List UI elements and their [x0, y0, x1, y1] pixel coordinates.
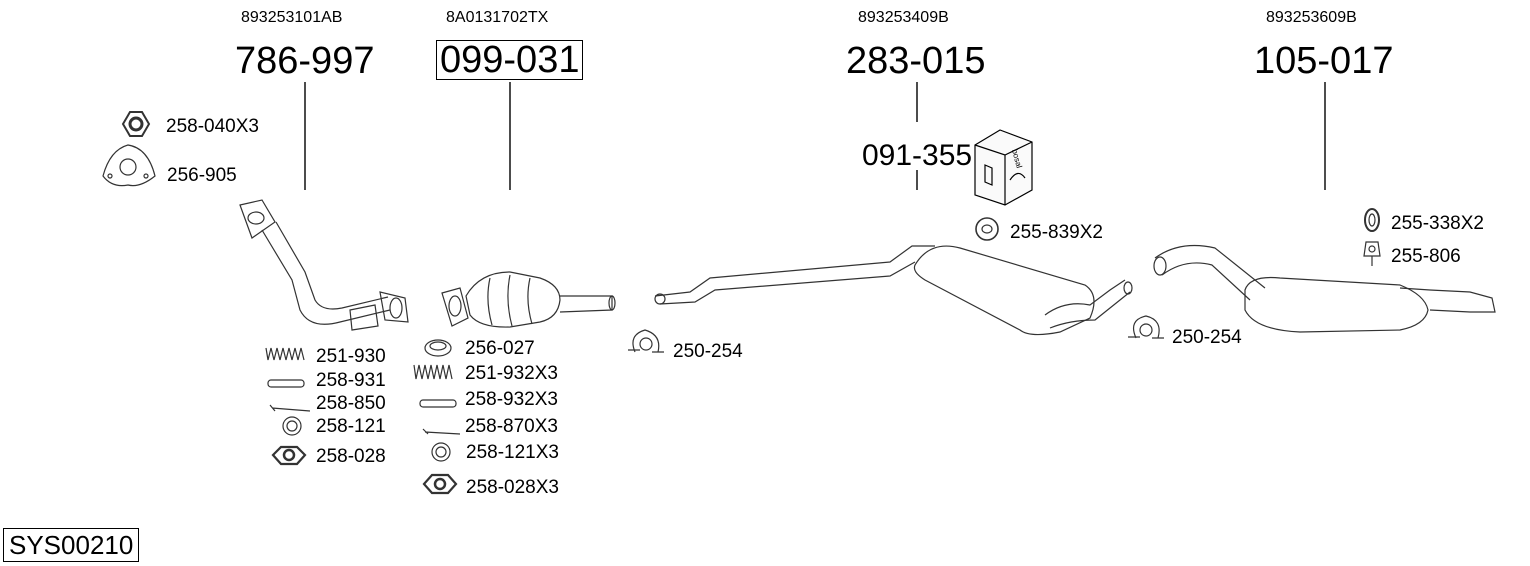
hardware-label-3[interactable]: 251-930 [316, 346, 386, 367]
rubber-hanger-icon [975, 217, 999, 241]
hardware-label-16[interactable]: 250-254 [1172, 327, 1242, 348]
flange-gasket-icon [102, 144, 156, 187]
hardware-label-18[interactable]: 255-806 [1391, 246, 1461, 267]
spring-icon-2 [413, 364, 453, 380]
bolt-hanger-icon [1363, 241, 1381, 266]
hardware-label-8[interactable]: 256-027 [465, 338, 535, 359]
hardware-label-1[interactable]: 258-040X3 [166, 116, 259, 137]
part-number-4[interactable]: 105-017 [1254, 40, 1394, 82]
part-number-1[interactable]: 786-997 [235, 40, 375, 82]
hardware-label-17[interactable]: 255-338X2 [1391, 213, 1484, 234]
catalytic-converter-drawing [441, 271, 616, 328]
nut-icon [271, 445, 307, 466]
hardware-label-10[interactable]: 258-932X3 [465, 389, 558, 410]
hardware-label-13[interactable]: 258-028X3 [466, 477, 559, 498]
hardware-label-5[interactable]: 258-850 [316, 393, 386, 414]
hardware-label-2[interactable]: 256-905 [167, 165, 237, 186]
ring-hanger-icon [1364, 208, 1380, 232]
clamp-icon [628, 329, 664, 353]
rear-silencer-drawing [1153, 244, 1496, 333]
sleeve-icon [267, 379, 305, 388]
oem-number-3: 893253409B [858, 9, 949, 26]
kit-part-number[interactable]: 091-355 [862, 139, 973, 172]
hardware-label-9[interactable]: 251-932X3 [465, 363, 558, 384]
system-id-badge: SYS00210 [3, 528, 140, 562]
hardware-label-15[interactable]: 255-839X2 [1010, 222, 1103, 243]
hardware-label-4[interactable]: 258-931 [316, 370, 386, 391]
part-number-2[interactable]: 099-031 [436, 40, 584, 80]
bolt-icon [269, 404, 311, 412]
kit-box-icon: bosal [974, 129, 1033, 206]
hardware-label-14[interactable]: 250-254 [673, 341, 743, 362]
hardware-label-12[interactable]: 258-121X3 [466, 442, 559, 463]
middle-silencer-drawing [654, 245, 1133, 336]
hardware-label-6[interactable]: 258-121 [316, 416, 386, 437]
hex-nut-icon [121, 111, 151, 137]
bolt-icon-2 [422, 428, 461, 435]
oem-number-1: 893253101AB [241, 9, 343, 26]
washer-icon-2 [431, 442, 451, 462]
spring-icon [265, 347, 305, 361]
nut-icon-2 [422, 473, 458, 495]
part-number-3[interactable]: 283-015 [846, 40, 986, 82]
hardware-label-11[interactable]: 258-870X3 [465, 416, 558, 437]
oem-number-4: 893253609B [1266, 9, 1357, 26]
clamp-icon-2 [1128, 315, 1164, 339]
oem-number-2: 8A0131702TX [446, 9, 549, 26]
washer-icon [282, 416, 302, 436]
sleeve-icon-2 [419, 399, 457, 408]
front-pipe-drawing [239, 199, 409, 331]
hardware-label-7[interactable]: 258-028 [316, 446, 386, 467]
ring-gasket-icon [424, 339, 452, 357]
